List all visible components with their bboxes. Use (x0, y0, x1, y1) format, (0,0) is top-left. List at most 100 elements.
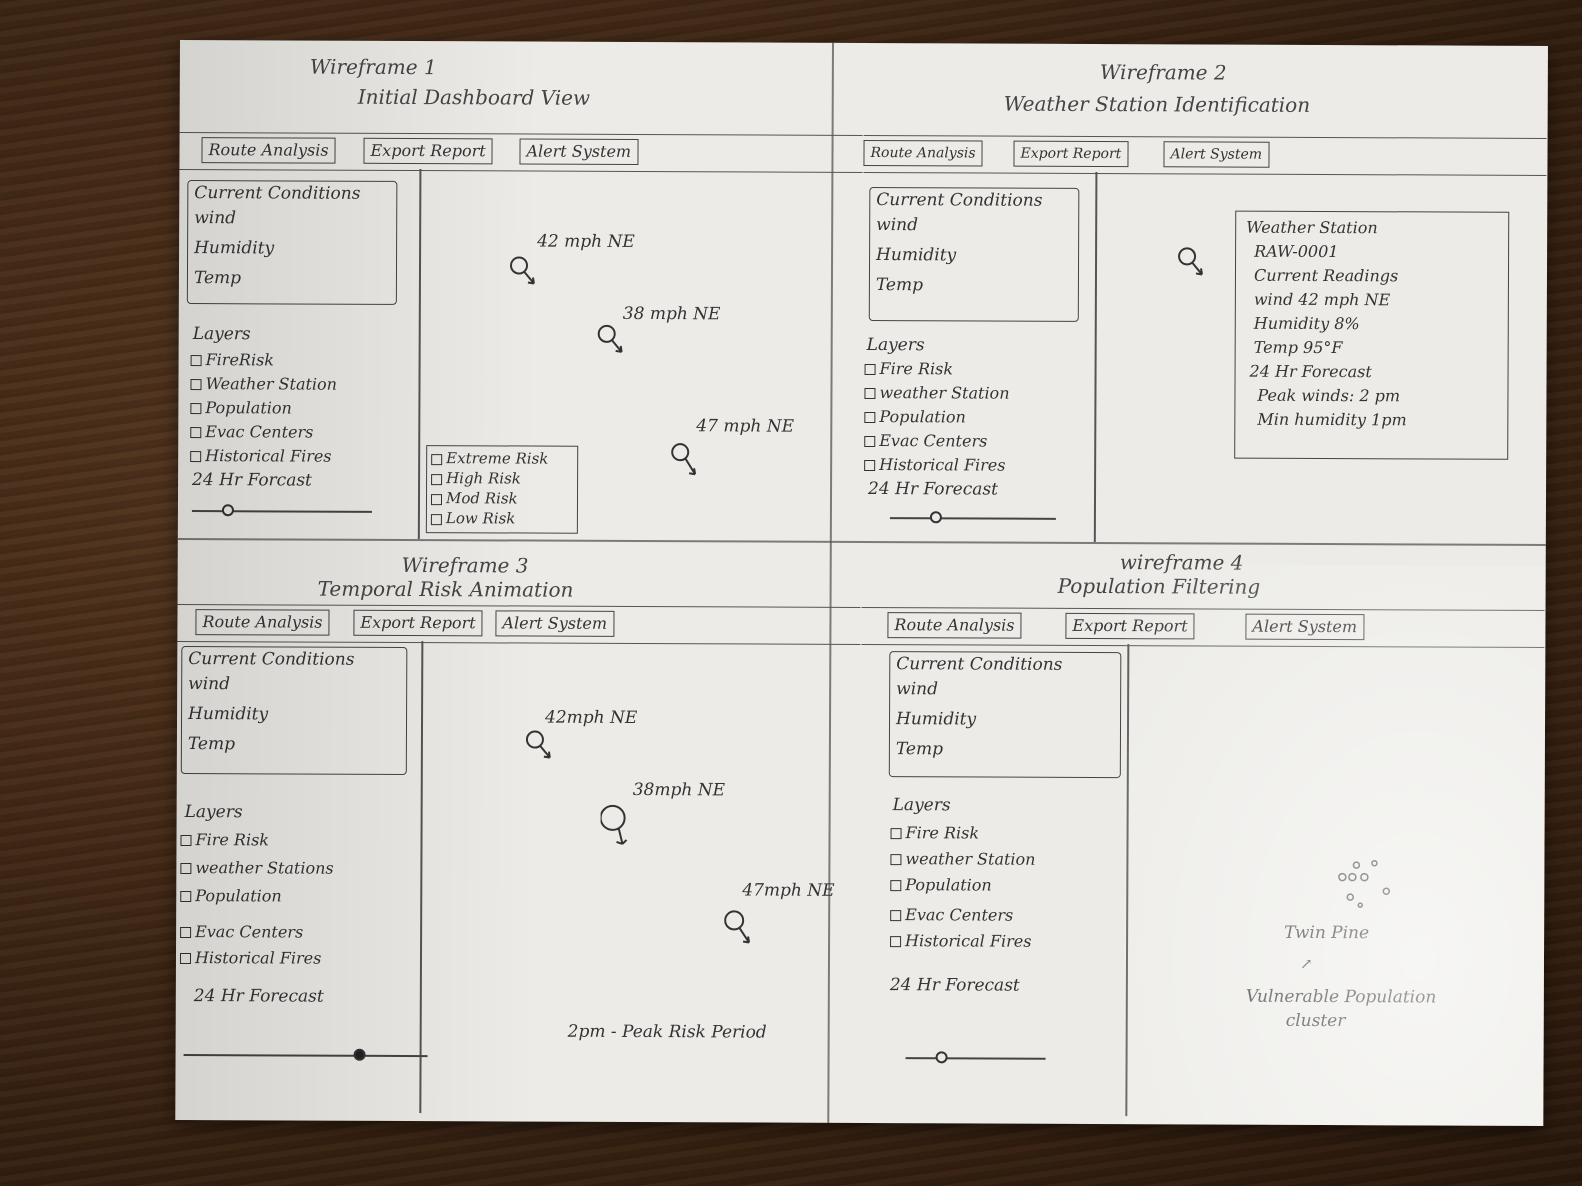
checkbox[interactable] (431, 453, 443, 465)
weather-station-marker[interactable] (525, 728, 555, 762)
checkbox[interactable] (864, 411, 876, 424)
checkbox[interactable] (180, 835, 192, 847)
weather-station-marker[interactable] (670, 440, 700, 478)
checkbox[interactable] (890, 936, 902, 948)
layer-weather-station[interactable]: weather Station (864, 383, 1010, 403)
layer-fire-risk[interactable]: Fire Risk (180, 830, 269, 849)
wind-reading: wind 42 mph NE (1253, 289, 1391, 310)
weather-station-popup: Weather Station RAW-0001 Current Reading… (1234, 210, 1510, 460)
layers-title: Layers (866, 334, 925, 356)
legend-high-risk[interactable]: High Risk (431, 468, 573, 489)
current-conditions-panel: Current Conditions wind Humidity Temp (868, 187, 1080, 322)
forecast-label: 24 Hr Forecast (889, 975, 1020, 996)
layer-historical-fires[interactable]: Historical Fires (864, 455, 1006, 475)
current-conditions-panel: Current Conditions wind Humidity Temp (888, 651, 1122, 779)
checkbox[interactable] (430, 513, 442, 525)
slider-knob[interactable] (221, 504, 234, 517)
checkbox[interactable] (190, 403, 202, 415)
slider-knob[interactable] (929, 511, 942, 524)
weather-station-marker[interactable] (1177, 244, 1207, 278)
layer-evac-centers[interactable]: Evac Centers (890, 905, 1013, 925)
checkbox[interactable] (180, 863, 192, 875)
route-analysis-button[interactable]: Route Analysis (201, 137, 336, 164)
wind-reading: wind (896, 679, 939, 700)
layer-fire-risk[interactable]: Fire Risk (890, 823, 979, 842)
cluster-label: Vulnerable Population (1245, 986, 1437, 1008)
route-analysis-button[interactable]: Route Analysis (195, 609, 330, 636)
layer-fire-risk[interactable]: FireRisk (190, 350, 274, 369)
alert-system-button[interactable]: Alert System (495, 610, 615, 637)
export-report-button[interactable]: Export Report (1065, 612, 1195, 640)
wind-label: 47mph NE (742, 880, 835, 901)
checkbox[interactable] (890, 910, 902, 922)
layer-historical-fires[interactable]: Historical Fires (190, 446, 332, 466)
alert-system-button[interactable]: Alert System (519, 138, 639, 165)
slider-knob[interactable] (935, 1051, 948, 1064)
checkbox[interactable] (190, 451, 202, 463)
export-report-button[interactable]: Export Report (363, 137, 493, 165)
layer-historical-fires[interactable]: Historical Fires (890, 931, 1031, 951)
legend-mod-risk[interactable]: Mod Risk (430, 488, 573, 509)
wireframe-3: Wireframe 3 Temporal Risk Animation Rout… (175, 540, 861, 1114)
layer-population[interactable]: Population (190, 398, 292, 417)
checkbox[interactable] (890, 854, 902, 866)
legend-extreme-risk[interactable]: Extreme Risk (431, 448, 573, 469)
layer-evac-centers[interactable]: Evac Centers (864, 431, 987, 451)
checkbox[interactable] (864, 435, 876, 448)
layer-evac-centers[interactable]: Evac Centers (180, 922, 303, 942)
checkbox[interactable] (180, 891, 192, 903)
export-report-button[interactable]: Export Report (1013, 140, 1129, 168)
weather-station-marker[interactable] (509, 253, 539, 287)
wind-label: 42mph NE (545, 707, 638, 729)
checkbox[interactable] (190, 379, 202, 391)
forecast-slider[interactable] (889, 511, 1056, 524)
forecast-slider[interactable] (905, 1051, 1046, 1064)
current-conditions-panel: Current Conditions wind Humidity Temp (180, 646, 408, 775)
checkbox[interactable] (179, 953, 192, 965)
checkbox[interactable] (180, 927, 192, 939)
layer-weather-station[interactable]: Weather Station (190, 374, 337, 394)
temp-reading: Temp (895, 739, 944, 760)
weather-station-marker[interactable] (600, 802, 634, 850)
route-analysis-button[interactable]: Route Analysis (863, 139, 983, 167)
checkbox[interactable] (430, 493, 443, 505)
sidebar-border (419, 641, 423, 1114)
checkbox[interactable] (864, 459, 876, 472)
forecast-slider[interactable] (191, 504, 372, 517)
current-conditions-title: Current Conditions (876, 190, 1043, 211)
legend-low-risk[interactable]: Low Risk (430, 508, 573, 529)
population-cluster-icon[interactable] (1336, 855, 1416, 915)
checkbox[interactable] (864, 387, 876, 400)
route-analysis-button[interactable]: Route Analysis (887, 612, 1022, 639)
checkbox[interactable] (864, 363, 876, 376)
toolbar: Route Analysis Export Report Alert Syste… (179, 131, 863, 173)
wireframe-title: wireframe 4 (1119, 550, 1244, 575)
temp-reading: Temp (875, 275, 924, 296)
layer-fire-risk[interactable]: Fire Risk (864, 359, 953, 378)
layer-population[interactable]: Population (864, 407, 966, 426)
layer-weather-stations[interactable]: weather Stations (180, 858, 334, 878)
forecast-slider[interactable] (183, 1048, 428, 1061)
checkbox[interactable] (431, 473, 443, 485)
wireframe-title: Wireframe 3 (401, 552, 529, 578)
export-report-button[interactable]: Export Report (353, 609, 483, 637)
alert-system-button[interactable]: Alert System (1245, 613, 1365, 641)
alert-system-button[interactable]: Alert System (1163, 141, 1270, 168)
checkbox[interactable] (190, 355, 202, 367)
forecast-label: 24 Hr Forcast (192, 470, 312, 491)
checkbox[interactable] (190, 427, 202, 439)
layer-historical-fires[interactable]: Historical Fires (179, 948, 321, 968)
slider-knob[interactable] (353, 1048, 366, 1061)
wind-label: 47 mph NE (696, 416, 795, 437)
layer-population[interactable]: Population (890, 875, 992, 895)
humidity-reading: Humidity (895, 709, 977, 730)
layer-population[interactable]: Population (180, 886, 282, 905)
checkbox[interactable] (890, 828, 902, 840)
checkbox[interactable] (890, 880, 902, 892)
layer-evac-centers[interactable]: Evac Centers (190, 422, 313, 442)
readings-title: Current Readings (1253, 265, 1399, 286)
weather-station-marker[interactable] (724, 908, 754, 946)
layer-weather-station[interactable]: weather Station (890, 849, 1036, 869)
cluster-label-line-2: cluster (1285, 1010, 1346, 1032)
weather-station-marker[interactable] (597, 322, 627, 356)
